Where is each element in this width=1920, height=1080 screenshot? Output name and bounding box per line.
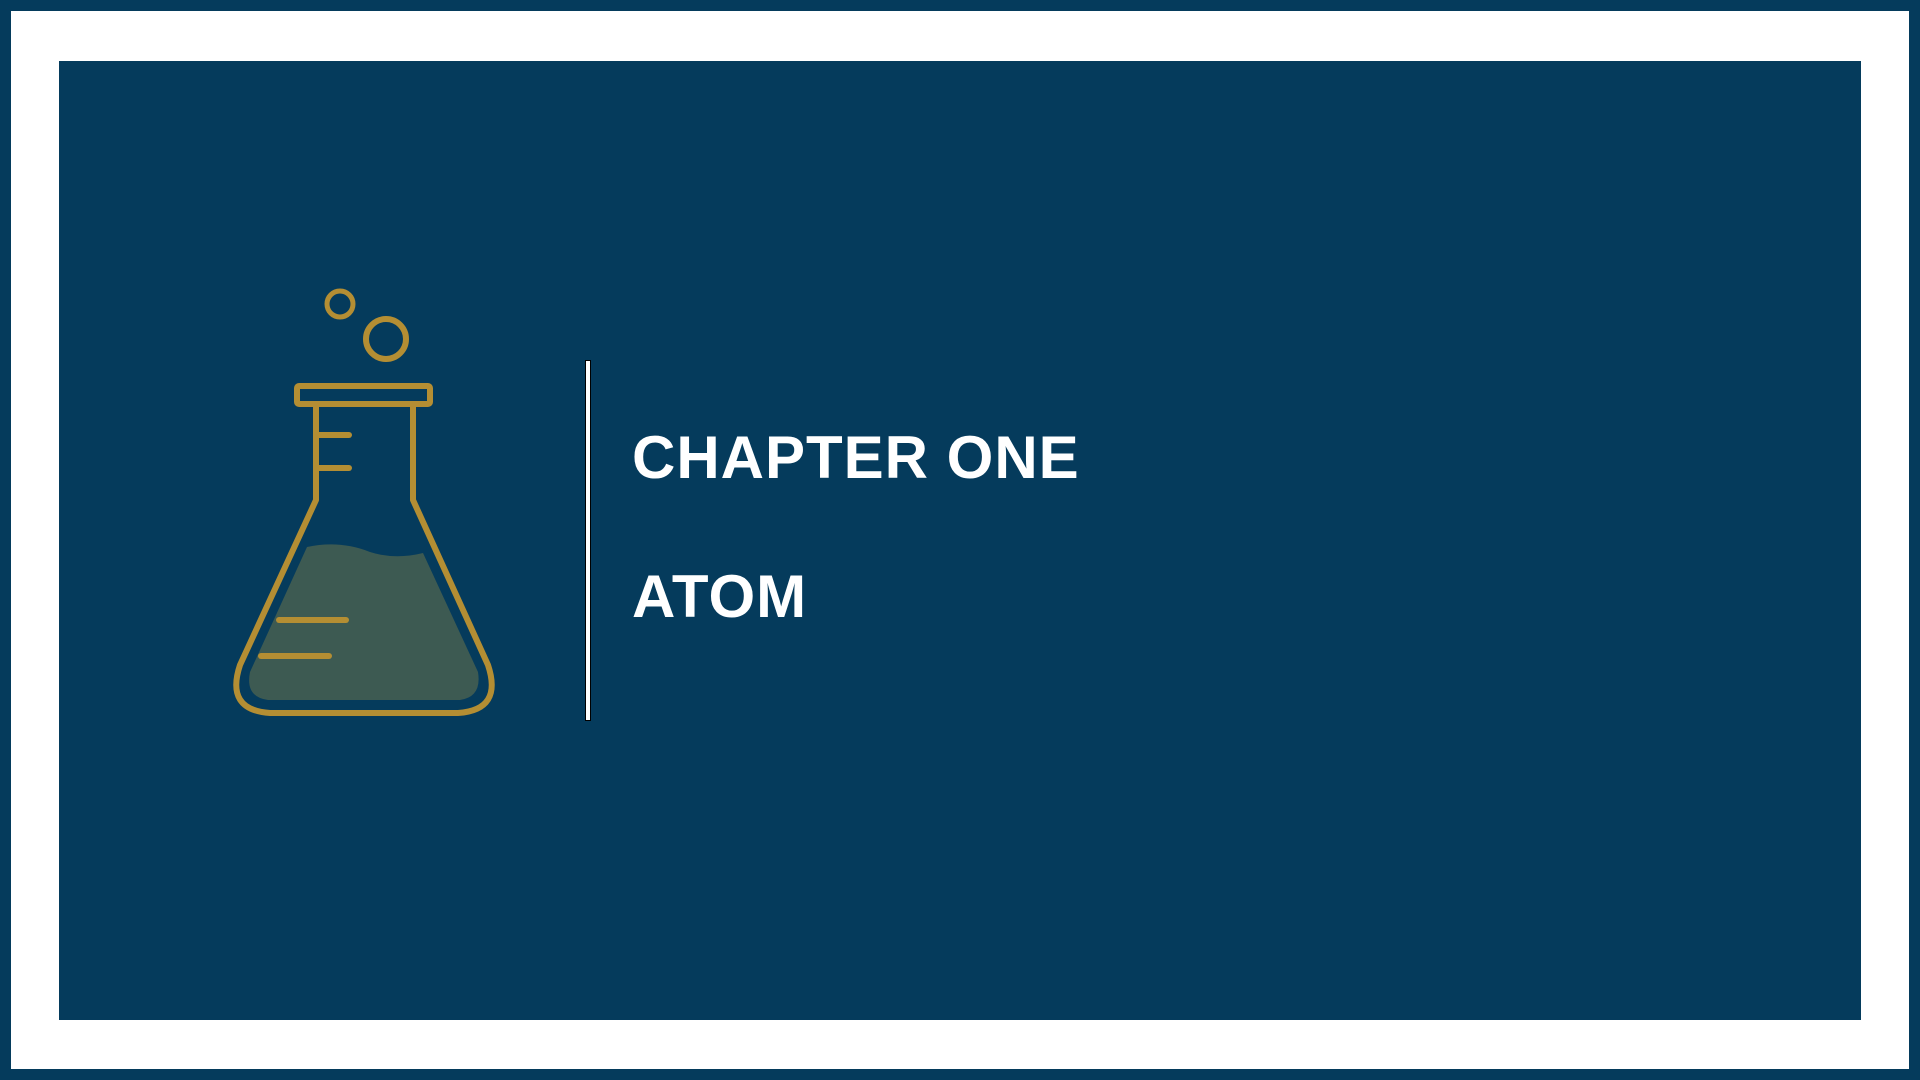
slide-panel <box>59 61 1861 1020</box>
chapter-heading: CHAPTER ONE <box>632 424 1080 491</box>
chapter-subheading: ATOM <box>632 563 808 630</box>
vertical-divider <box>585 360 591 721</box>
